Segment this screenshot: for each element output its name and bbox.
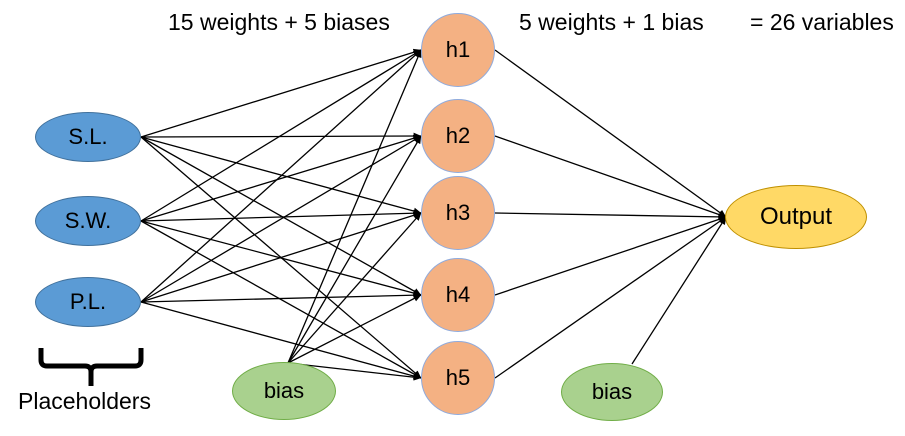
edge-input-pl-to-hidden-h1 <box>140 49 422 303</box>
placeholders-label: Placeholders <box>18 388 151 414</box>
node-input-pl: P.L. <box>35 277 141 327</box>
node-label-hidden-h3: h3 <box>445 200 471 225</box>
edge-input-pl-to-hidden-h3 <box>140 211 422 303</box>
edge-hidden-h5-to-output <box>494 216 727 379</box>
edge-input-sw-to-hidden-h1 <box>140 49 422 222</box>
node-output: Output <box>725 185 867 249</box>
node-label-output: Output <box>759 203 833 230</box>
edge-bias-1-to-hidden-h1 <box>287 49 422 364</box>
edge-input-sw-to-hidden-h5 <box>140 220 422 379</box>
node-hidden-h4: h4 <box>421 258 495 332</box>
node-label-hidden-h4: h4 <box>445 282 471 307</box>
edge-hidden-h1-to-output <box>494 49 727 218</box>
edge-hidden-h4-to-output <box>494 216 727 296</box>
edges-group <box>140 48 727 381</box>
node-hidden-h5: h5 <box>421 341 495 415</box>
edge-input-sl-to-hidden-h2 <box>140 132 422 140</box>
edge-bias-2-to-output <box>631 216 727 365</box>
edge-bias-1-to-hidden-h4 <box>287 294 422 364</box>
node-hidden-h1: h1 <box>421 13 495 87</box>
caption-right-caption: = 26 variables <box>750 9 894 35</box>
node-label-bias-1: bias <box>263 378 305 403</box>
node-bias-2: bias <box>561 363 663 421</box>
node-input-sl: S.L. <box>35 112 141 162</box>
edge-input-pl-to-hidden-h4 <box>140 291 422 303</box>
edge-input-sl-to-hidden-h3 <box>140 136 422 215</box>
node-label-input-pl: P.L. <box>69 289 107 314</box>
node-label-hidden-h2: h2 <box>445 123 471 148</box>
node-label-hidden-h1: h1 <box>445 37 471 62</box>
node-bias-1: bias <box>232 362 336 420</box>
edge-input-sw-to-hidden-h3 <box>140 209 422 222</box>
node-label-hidden-h5: h5 <box>445 365 471 390</box>
edge-hidden-h3-to-output <box>494 212 727 221</box>
edge-input-sl-to-hidden-h1 <box>140 48 422 138</box>
node-label-input-sw: S.W. <box>64 208 112 233</box>
edge-input-sw-to-hidden-h2 <box>140 134 422 222</box>
node-input-sw: S.W. <box>35 196 141 246</box>
placeholders-brace-icon <box>38 348 144 386</box>
node-hidden-h3: h3 <box>421 176 495 250</box>
node-label-bias-2: bias <box>591 379 633 404</box>
edge-bias-1-to-hidden-h3 <box>287 212 422 364</box>
edge-bias-1-to-hidden-h2 <box>287 135 422 364</box>
edge-hidden-h2-to-output <box>494 135 727 218</box>
caption-left-caption: 15 weights + 5 biases <box>168 9 390 35</box>
node-hidden-h2: h2 <box>421 99 495 173</box>
edge-input-sl-to-hidden-h4 <box>140 136 422 296</box>
node-label-input-sl: S.L. <box>68 124 108 149</box>
edge-input-pl-to-hidden-h5 <box>140 301 422 380</box>
caption-mid-caption: 5 weights + 1 bias <box>519 9 704 35</box>
edge-input-pl-to-hidden-h2 <box>140 135 422 303</box>
